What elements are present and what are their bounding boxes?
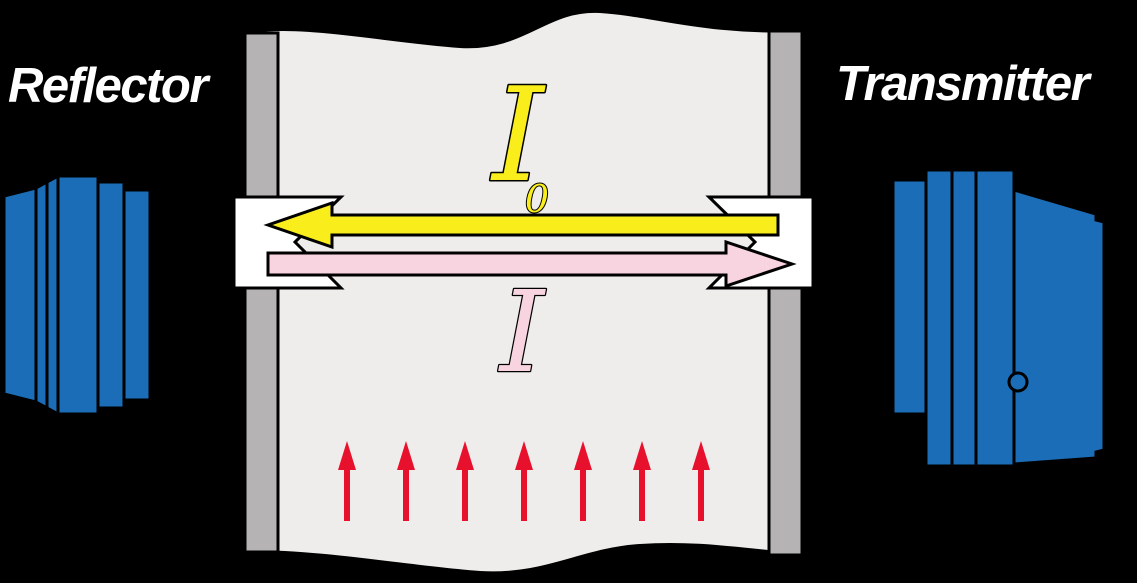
transmitter-label: Transmitter <box>836 57 1093 111</box>
duct-wall-right <box>767 29 804 557</box>
connector-bar <box>802 186 895 195</box>
flow-arrows <box>338 441 710 521</box>
transmitter-device <box>891 168 1106 468</box>
connector-bar <box>146 290 238 299</box>
return-intensity-symbol: I <box>498 268 547 398</box>
flow-arrow <box>692 441 710 521</box>
connector-block <box>827 180 844 201</box>
flow-arrow <box>397 441 415 521</box>
connector-block <box>827 284 844 305</box>
connector-block <box>193 284 210 305</box>
reflector-device <box>2 174 152 416</box>
transmitter-body-seams <box>924 170 1016 466</box>
flow-arrow <box>338 441 356 521</box>
flow-arrow <box>574 441 592 521</box>
return-beam-arrow <box>266 239 797 289</box>
right-connectors <box>802 180 895 305</box>
flow-arrow <box>633 441 651 521</box>
incident-beam-arrow <box>263 200 780 250</box>
duct-wall-left <box>243 31 280 554</box>
reflector-body <box>2 174 152 416</box>
incident-intensity-symbol: I <box>490 59 546 211</box>
reflector-body-seams <box>34 176 126 414</box>
flow-arrow <box>456 441 474 521</box>
connector-bar <box>802 290 895 299</box>
flow-arrow <box>515 441 533 521</box>
left-connectors <box>146 180 238 305</box>
incident-intensity-subscript: 0 <box>525 177 549 221</box>
reflector-label: Reflector <box>8 59 211 113</box>
transmitter-port-detail <box>1007 371 1029 393</box>
connector-block <box>193 180 210 201</box>
connector-bar <box>146 186 238 195</box>
